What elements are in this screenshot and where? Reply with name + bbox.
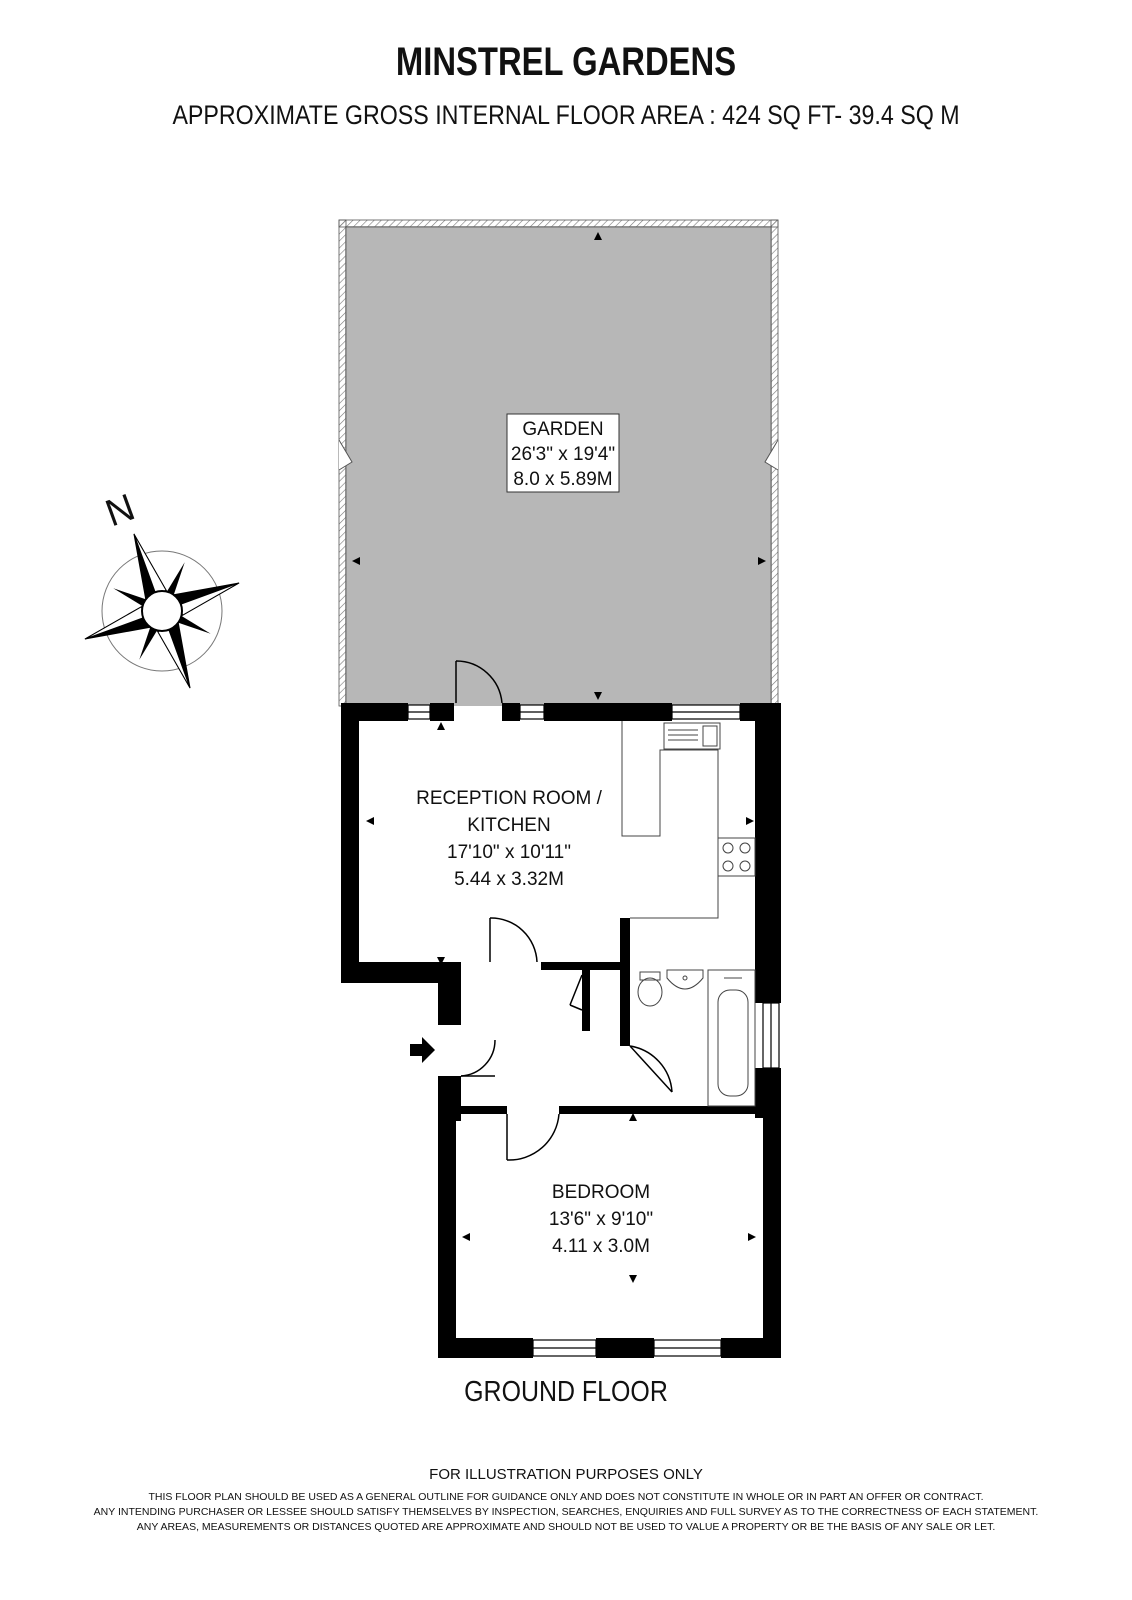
compass-rose-icon: [84, 533, 240, 689]
floor-label: GROUND FLOOR: [464, 1376, 668, 1408]
footer-disclaimer-line-1: THIS FLOOR PLAN SHOULD BE USED AS A GENE…: [148, 1491, 984, 1503]
plan-title: MINSTREL GARDENS: [395, 40, 737, 84]
reception-name-line2: KITCHEN: [467, 815, 550, 836]
compass-north-label: N: [100, 487, 140, 536]
hob-icon: [717, 837, 756, 877]
garden-label: GARDEN 26'3" x 19'4" 8.0 x 5.89M: [511, 419, 615, 490]
footer-disclaimer-title: FOR ILLUSTRATION PURPOSES ONLY: [429, 1466, 703, 1483]
garden-wall-top: [338, 219, 779, 228]
garden-dims-imperial: 26'3" x 19'4": [511, 444, 615, 465]
bedroom-dims-imperial: 13'6" x 9'10": [549, 1209, 653, 1230]
building-walls: [341, 703, 781, 1358]
bedroom-dims-metric: 4.11 x 3.0M: [552, 1236, 650, 1257]
floor-area-subtitle: APPROXIMATE GROSS INTERNAL FLOOR AREA : …: [172, 100, 960, 130]
reception-name-line1: RECEPTION ROOM /: [416, 788, 603, 809]
sink-icon: [663, 722, 721, 750]
basin-icon: [666, 969, 704, 990]
bedroom-name: BEDROOM: [552, 1182, 650, 1203]
windows: [407, 704, 780, 1357]
reception-label: RECEPTION ROOM / KITCHEN 17'10" x 10'11"…: [416, 788, 603, 890]
garden-dims-metric: 8.0 x 5.89M: [513, 469, 612, 490]
doors: [455, 660, 673, 1161]
wc-icon: [639, 971, 661, 981]
reception-dims-imperial: 17'10" x 10'11": [447, 842, 571, 863]
garden-name: GARDEN: [522, 419, 603, 440]
kitchen-units: [621, 721, 756, 919]
bedroom-label: BEDROOM 13'6" x 9'10" 4.11 x 3.0M: [549, 1182, 653, 1257]
reception-dims-metric: 5.44 x 3.32M: [454, 869, 564, 890]
garden-label-box: [506, 413, 620, 493]
bath-icon: [707, 969, 756, 1107]
entrance-arrow-icon: [410, 1037, 435, 1063]
measurement-markers: [352, 232, 766, 1283]
bathroom-fittings: [637, 969, 756, 1107]
garden-area: [338, 219, 779, 707]
footer-disclaimer-line-3: ANY AREAS, MEASUREMENTS OR DISTANCES QUO…: [136, 1521, 996, 1533]
footer-disclaimer-line-2: ANY INTENDING PURCHASER OR LESSEE SHOULD…: [93, 1506, 1039, 1518]
